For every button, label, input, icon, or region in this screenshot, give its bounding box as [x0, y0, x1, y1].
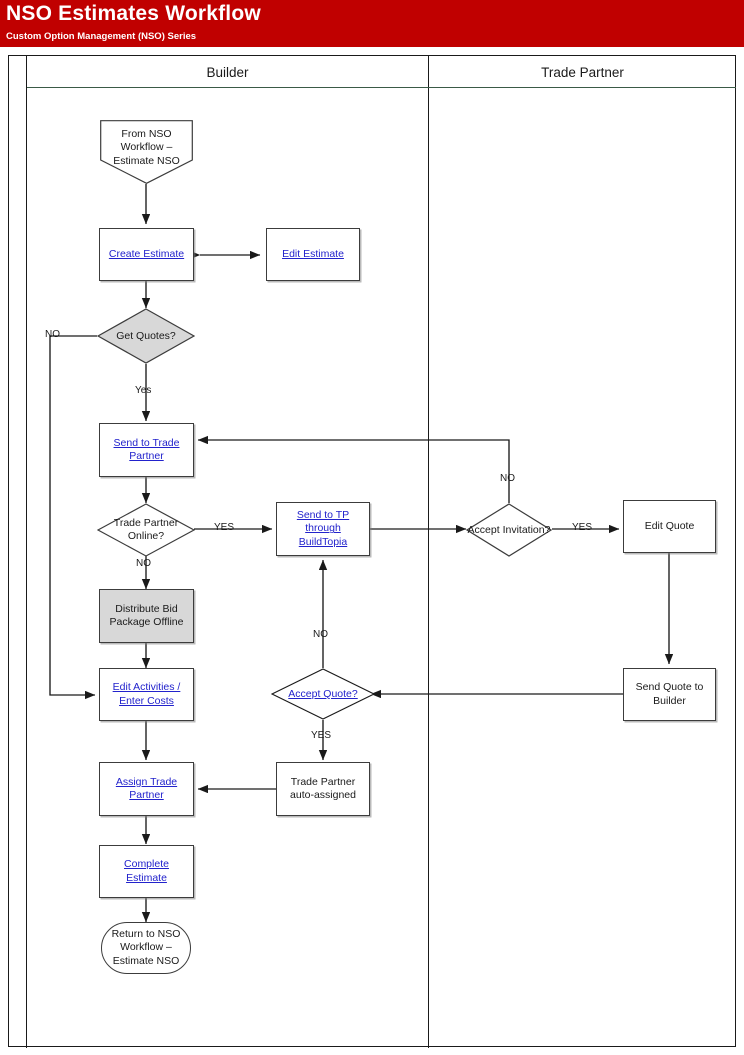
node-assign-trade-partner[interactable]: Assign Trade Partner: [99, 762, 194, 816]
node-label: Accept Invitation?: [467, 523, 551, 536]
node-trade-partner-online-decision[interactable]: Trade Partner Online?: [96, 503, 196, 557]
lane-divider-left: [26, 56, 27, 1048]
node-label: Create Estimate: [108, 247, 185, 260]
node-label: Send to Trade Partner: [113, 436, 180, 462]
node-label: Accept Quote?: [288, 687, 358, 700]
edge-label-tp-online-no: NO: [136, 558, 151, 569]
edge-label-accept-quote-no: NO: [313, 629, 328, 640]
node-label: Send to TP through BuildTopia: [296, 509, 350, 548]
node-from-nso-workflow: From NSO Workflow – Estimate NSO: [100, 120, 193, 184]
node-label: Edit Estimate: [282, 247, 344, 260]
node-label: Trade Partner Online?: [113, 517, 179, 542]
node-send-quote-to-builder[interactable]: Send Quote to Builder: [623, 668, 716, 721]
node-return-to-nso-workflow: Return to NSO Workflow – Estimate NSO: [101, 922, 191, 974]
title-banner: NSO Estimates Workflow Custom Option Man…: [0, 0, 744, 47]
node-accept-quote-decision[interactable]: Accept Quote?: [270, 668, 376, 720]
node-label: Assign Trade Partner: [115, 775, 178, 801]
node-label: Get Quotes?: [116, 329, 176, 342]
node-label: Edit Activities / Enter Costs: [112, 681, 181, 707]
node-complete-estimate[interactable]: Complete Estimate: [99, 845, 194, 898]
node-send-to-trade-partner[interactable]: Send to Trade Partner: [99, 423, 194, 477]
node-trade-partner-auto-assigned[interactable]: Trade Partner auto-assigned: [276, 762, 370, 816]
node-get-quotes-decision[interactable]: Get Quotes?: [96, 308, 196, 364]
node-label: Edit Quote: [644, 519, 695, 532]
edge-label-get-quotes-yes: Yes: [135, 385, 152, 396]
node-edit-activities-enter-costs[interactable]: Edit Activities / Enter Costs: [99, 668, 194, 721]
node-accept-invitation-decision[interactable]: Accept Invitation?: [465, 503, 553, 557]
edge-label-accept-invitation-no: NO: [500, 473, 515, 484]
node-label: Return to NSO Workflow – Estimate NSO: [111, 928, 181, 967]
lane-header-trade-partner: Trade Partner: [541, 65, 624, 80]
page-subtitle: Custom Option Management (NSO) Series: [6, 31, 197, 42]
lane-header-builder: Builder: [206, 65, 249, 80]
edge-label-tp-online-yes: YES: [214, 522, 235, 533]
node-label: Complete Estimate: [124, 858, 169, 884]
lane-header-rule: [27, 87, 736, 88]
node-label: Trade Partner auto-assigned: [290, 775, 356, 801]
node-create-estimate[interactable]: Create Estimate: [99, 228, 194, 281]
node-edit-estimate[interactable]: Edit Estimate: [266, 228, 360, 281]
edge-label-accept-quote-yes: YES: [311, 730, 332, 741]
edge-label-get-quotes-no: NO: [45, 329, 60, 340]
lane-divider-middle: [428, 56, 429, 1048]
page-title: NSO Estimates Workflow: [6, 2, 261, 25]
node-distribute-bid-package-offline[interactable]: Distribute Bid Package Offline: [99, 589, 194, 643]
node-label: Send Quote to Builder: [635, 681, 704, 707]
edge-label-accept-invitation-yes: YES: [572, 522, 593, 533]
node-label: From NSO Workflow – Estimate NSO: [113, 128, 180, 167]
node-edit-quote[interactable]: Edit Quote: [623, 500, 716, 553]
node-send-to-tp-through-buildtopia[interactable]: Send to TP through BuildTopia: [276, 502, 370, 556]
node-label: Distribute Bid Package Offline: [109, 602, 184, 628]
